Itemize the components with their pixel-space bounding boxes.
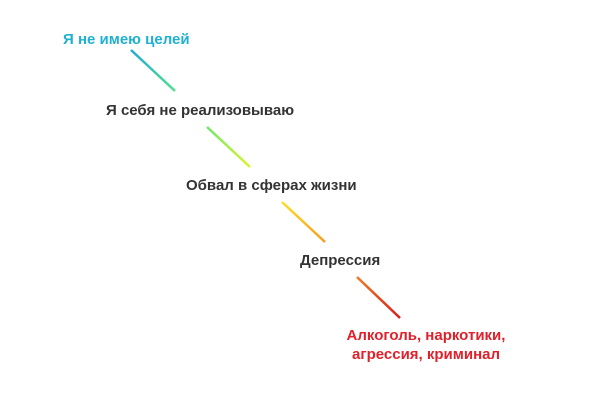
connector-3: [281, 201, 326, 243]
consequences-line-1: Алкоголь, наркотики,: [346, 327, 506, 344]
step-depression: Депрессия: [300, 252, 381, 269]
step-consequences: Алкоголь, наркотики, агрессия, криминал: [336, 326, 516, 364]
step-not-self-realizing: Я себя не реализовываю: [106, 102, 295, 119]
step-life-collapse: Обвал в сферах жизни: [186, 177, 357, 194]
connector-1: [130, 49, 176, 92]
consequences-line-2: агрессия, криминал: [351, 346, 501, 363]
connector-4: [356, 276, 401, 319]
step-no-goals: Я не имею целей: [63, 31, 190, 48]
connector-2: [206, 126, 251, 168]
